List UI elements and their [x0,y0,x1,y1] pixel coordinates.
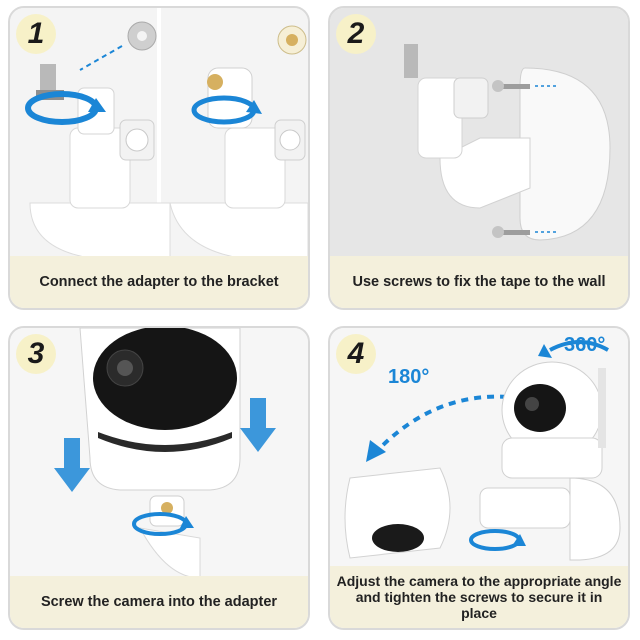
step-2-panel: 2 Use screws to fix the tape to the wall [328,6,630,310]
tilt-angle-label: 360° [564,334,606,356]
step-4-illustration: 180° 360° [330,328,628,578]
curved-arrow-icon [366,394,521,462]
screw-bottom [492,226,558,238]
step-1-illustration [10,8,308,258]
camera-tilted [344,467,451,559]
step-1-panel: 1 Connect the adapter to the bracket [8,6,310,310]
camera-upright [501,361,606,479]
down-arrow-icon [54,398,276,492]
step-4-panel: 180° 360° 4 Adjust the camera to the app… [328,326,630,630]
step-number-badge: 2 [336,14,376,54]
adapter-ring [127,21,157,51]
step-3-panel: 3 Screw the camera into the adapter [8,326,310,630]
bracket-arm [404,44,531,209]
step-4-caption: Adjust the camera to the appropriate ang… [330,566,628,628]
rotate-arrow-icon [132,512,194,536]
step-2-illustration [330,8,628,258]
rotate-arrow-icon [538,340,609,358]
screw-top [492,80,558,92]
bracket-left [29,64,171,258]
step-number-badge: 3 [16,334,56,374]
rotate-arrow-icon [191,95,262,125]
wall-bracket [469,477,621,561]
camera-body [79,328,241,491]
step-2-caption: Use screws to fix the tape to the wall [330,256,628,308]
adapter-gold [277,25,307,55]
step-1-caption: Connect the adapter to the bracket [10,256,308,308]
step-3-caption: Screw the camera into the adapter [10,576,308,628]
step-number-badge: 4 [336,334,376,374]
step-3-illustration [10,328,308,578]
pan-angle-label: 180° [388,366,430,388]
step-number-badge: 1 [16,14,56,54]
rotate-arrow-icon [25,91,106,125]
